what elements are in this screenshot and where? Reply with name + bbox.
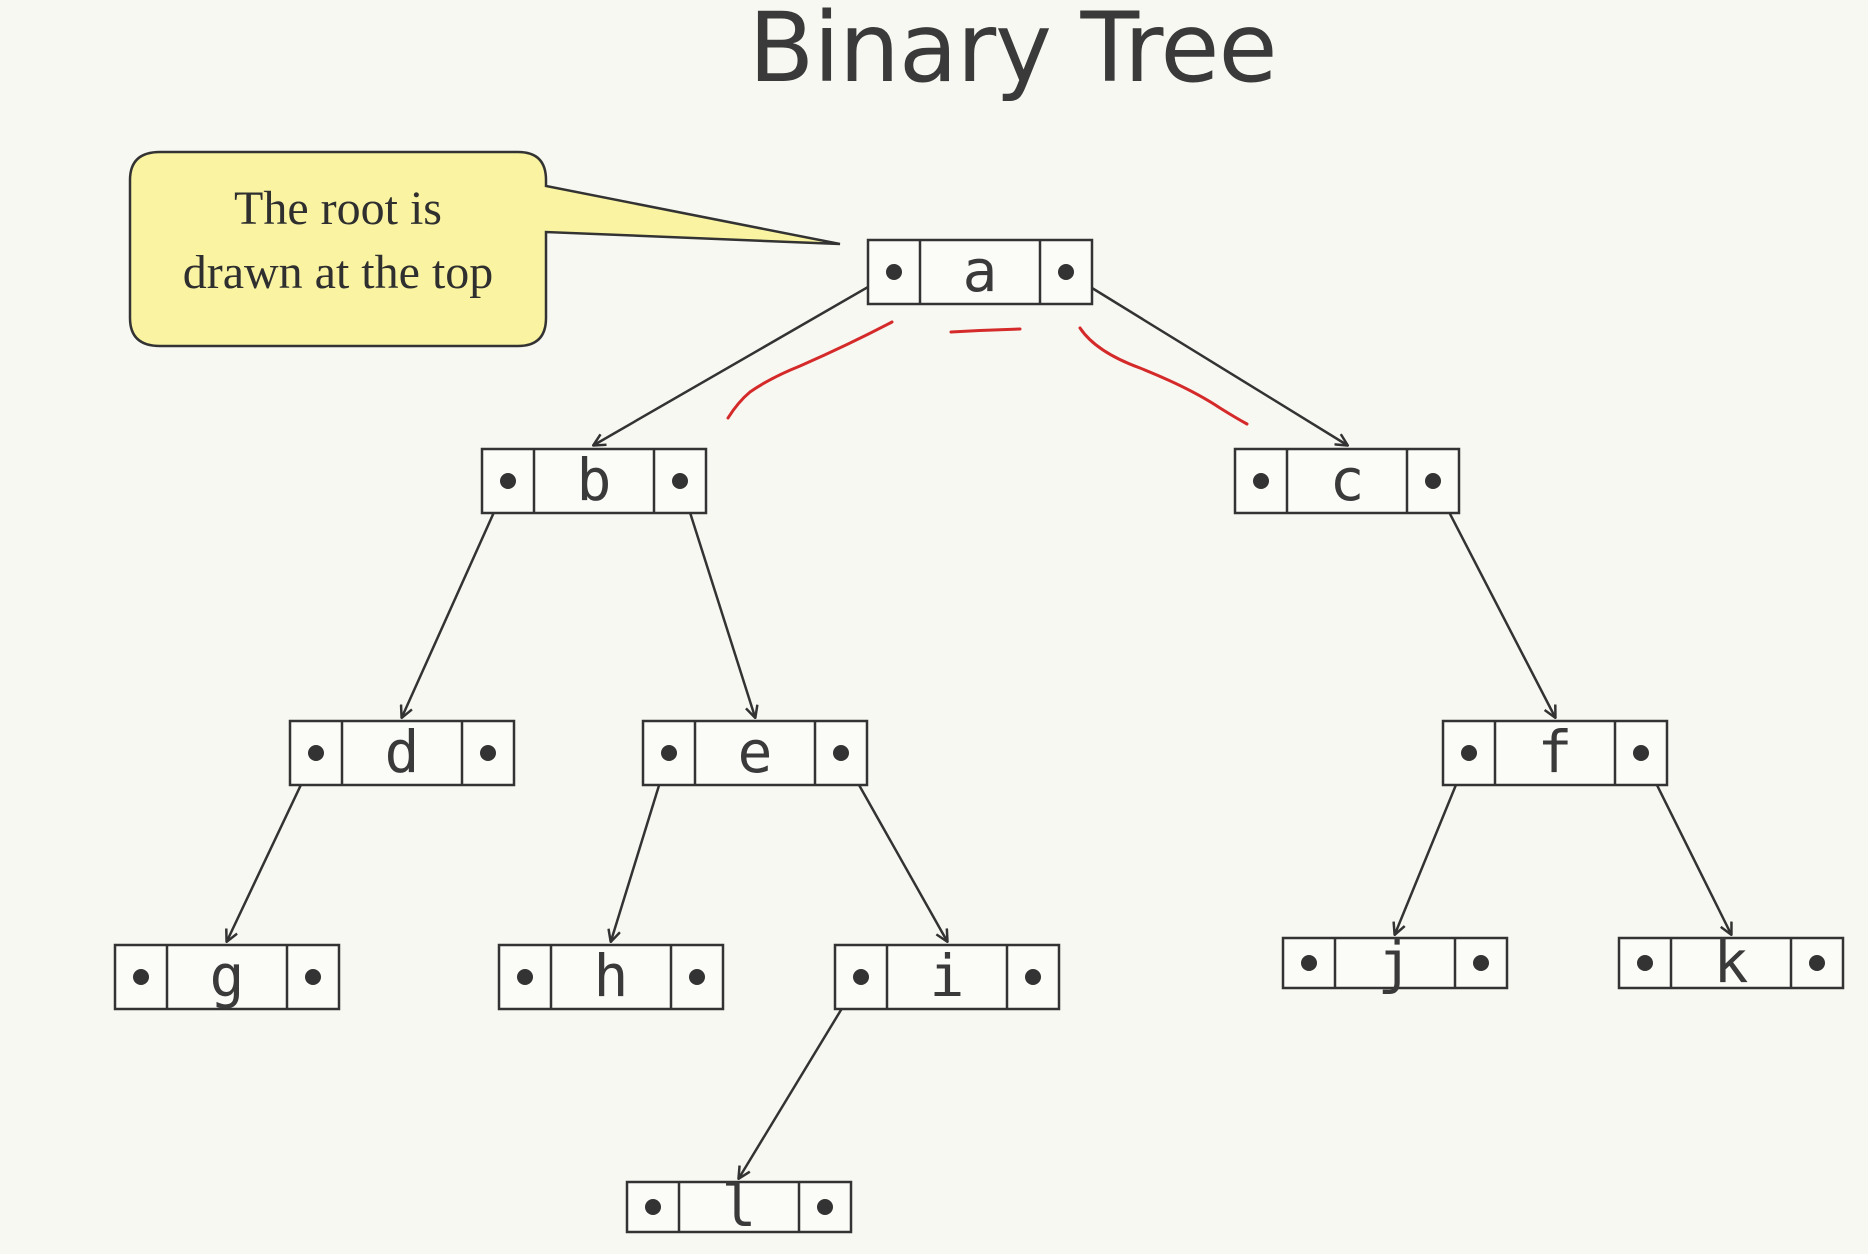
node-label-i: i — [930, 942, 965, 1010]
node-label-l: l — [722, 1172, 757, 1240]
right-pointer-dot — [1473, 955, 1489, 971]
right-pointer-dot — [1058, 264, 1074, 280]
tree-node-f: f — [1441, 718, 1669, 787]
node-label-j: j — [1378, 928, 1413, 996]
node-label-f: f — [1538, 718, 1573, 786]
right-pointer-dot — [1425, 473, 1441, 489]
left-pointer-dot — [661, 745, 677, 761]
left-pointer-dot — [517, 969, 533, 985]
right-pointer-dot — [833, 745, 849, 761]
tree-node-c: c — [1233, 446, 1461, 515]
left-pointer-dot — [1461, 745, 1477, 761]
tree-node-h: h — [497, 942, 725, 1011]
tree-node-i: i — [833, 942, 1061, 1011]
callout-bubble: The root is drawn at the top — [128, 150, 841, 348]
slide-title: Binary Tree — [748, 0, 1277, 104]
left-pointer-dot — [1637, 955, 1653, 971]
left-pointer-dot — [886, 264, 902, 280]
red-ink-annotations — [726, 320, 1249, 426]
node-label-c: c — [1330, 446, 1365, 514]
edge-b-d — [402, 480, 510, 717]
tree-node-l: l — [625, 1172, 853, 1240]
tree-nodes: a b c d e f g h i j k l — [113, 237, 1845, 1240]
edge-a-b — [594, 270, 895, 445]
edge-b-e — [678, 480, 755, 717]
right-pointer-dot — [480, 745, 496, 761]
tree-node-j: j — [1281, 928, 1509, 996]
left-pointer-dot — [1253, 473, 1269, 489]
node-label-h: h — [594, 942, 629, 1010]
tree-node-e: e — [641, 718, 869, 787]
left-pointer-dot — [133, 969, 149, 985]
right-pointer-dot — [1025, 969, 1041, 985]
node-label-b: b — [577, 446, 612, 514]
left-pointer-dot — [308, 745, 324, 761]
callout-line-2: drawn at the top — [183, 246, 494, 299]
ink-stroke-middle — [949, 327, 1022, 334]
right-pointer-dot — [1809, 955, 1825, 971]
node-label-e: e — [738, 718, 773, 786]
tree-node-d: d — [288, 718, 516, 787]
node-label-g: g — [210, 942, 245, 1010]
tree-node-a: a — [866, 237, 1094, 306]
ink-stroke-left — [726, 320, 894, 420]
left-pointer-dot — [853, 969, 869, 985]
node-label-a: a — [963, 237, 998, 305]
edge-c-f — [1431, 480, 1555, 717]
right-pointer-dot — [689, 969, 705, 985]
node-label-k: k — [1714, 928, 1749, 996]
node-label-d: d — [385, 718, 420, 786]
tree-node-k: k — [1617, 928, 1845, 996]
right-pointer-dot — [672, 473, 688, 489]
edge-i-l — [739, 976, 863, 1178]
left-pointer-dot — [645, 1199, 661, 1215]
edge-a-c — [1065, 270, 1347, 445]
left-pointer-dot — [500, 473, 516, 489]
tree-node-g: g — [113, 942, 341, 1011]
right-pointer-dot — [817, 1199, 833, 1215]
right-pointer-dot — [305, 969, 321, 985]
left-pointer-dot — [1301, 955, 1317, 971]
right-pointer-dot — [1633, 745, 1649, 761]
callout-line-1: The root is — [234, 182, 442, 235]
tree-node-b: b — [480, 446, 708, 515]
ink-stroke-right — [1078, 326, 1249, 426]
